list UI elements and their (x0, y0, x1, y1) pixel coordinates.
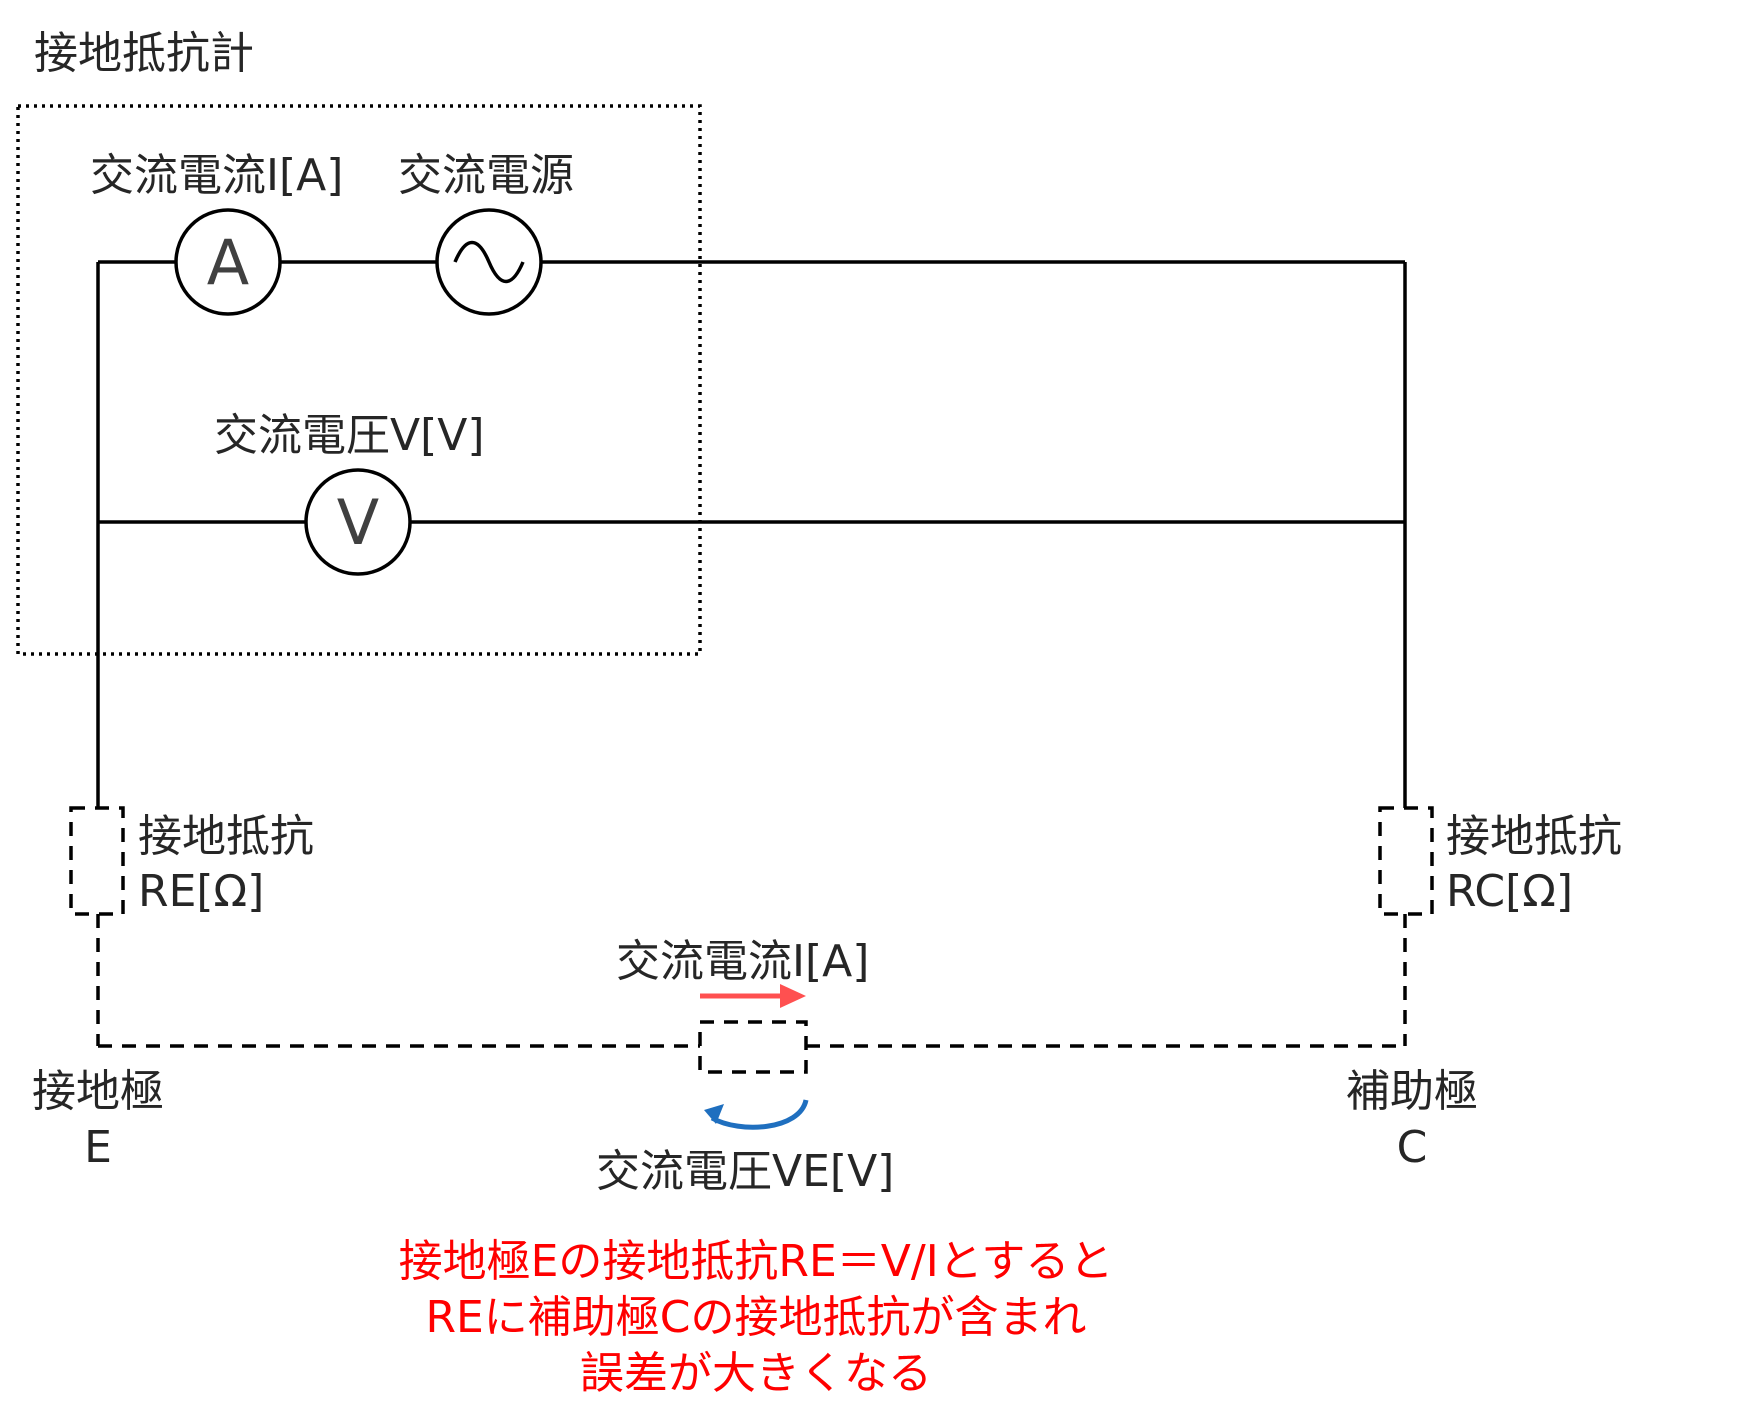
voltmeter-letter: V (337, 486, 379, 559)
electrode-c-label-line2: C (1397, 1122, 1428, 1173)
ammeter-label: 交流電流I[A] (90, 150, 343, 201)
voltage-arrow (710, 1099, 809, 1130)
meter-enclosure (16, 104, 702, 656)
voltage-arrowhead (704, 1104, 724, 1124)
ground-voltage-label: 交流電圧VE[V] (596, 1146, 894, 1197)
note-line-2: REに補助極Cの接地抵抗が含まれ (425, 1292, 1086, 1343)
rc-label-line2: RC[Ω] (1446, 866, 1573, 917)
current-arrowhead (780, 984, 806, 1008)
ground-resistance (698, 1020, 808, 1074)
note-line-3: 誤差が大きくなる (580, 1348, 932, 1399)
rc-label-line1: 接地抵抗 (1446, 811, 1622, 862)
re-resistor (69, 806, 125, 916)
voltmeter-label: 交流電圧V[V] (214, 410, 485, 461)
ac-source-label: 交流電源 (398, 150, 574, 201)
sine-wave-icon (453, 240, 525, 284)
ammeter-symbol (174, 208, 282, 316)
voltmeter-symbol (304, 468, 412, 576)
electrode-c-label-line1: 補助極 (1346, 1066, 1478, 1117)
re-label-line1: 接地抵抗 (138, 811, 314, 862)
electrode-e-label-line2: E (84, 1122, 112, 1173)
ground-current-label: 交流電流I[A] (616, 936, 869, 987)
re-label-line2: RE[Ω] (138, 866, 264, 917)
meter-title: 接地抵抗計 (34, 28, 254, 79)
electrode-e-label-line1: 接地極 (32, 1066, 164, 1117)
rc-resistor (1378, 806, 1434, 916)
ac-source-symbol (435, 208, 543, 316)
ammeter-letter: A (207, 226, 249, 299)
note-line-1: 接地極Eの接地抵抗RE＝V/Iとすると (399, 1236, 1114, 1287)
